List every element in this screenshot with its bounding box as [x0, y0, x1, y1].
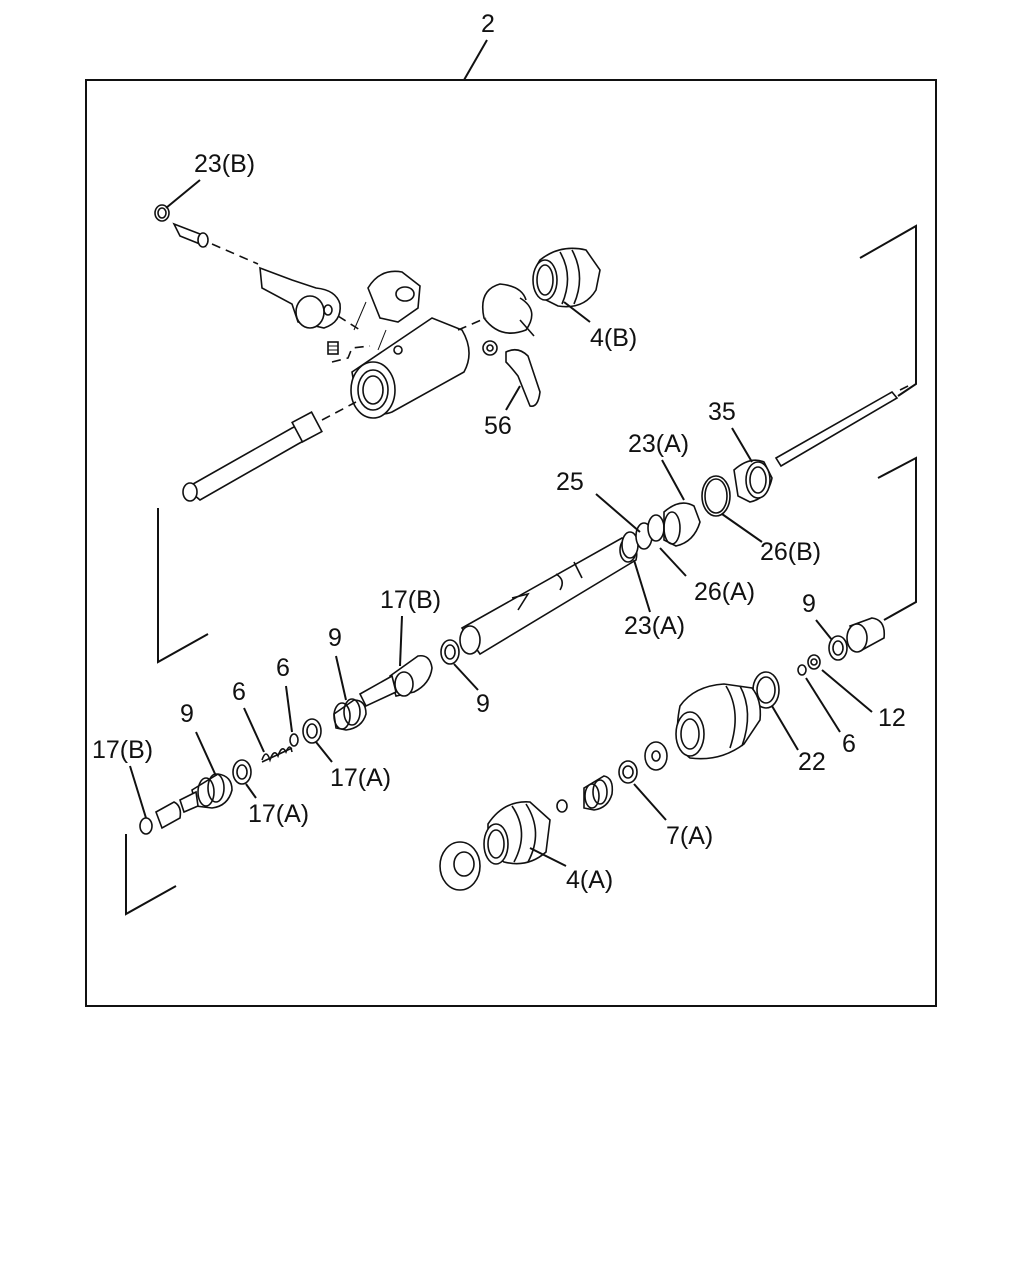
part-9-washer-right[interactable]	[828, 635, 848, 661]
guide-bracket-lower-left	[125, 834, 177, 916]
callout-23a-mid[interactable]: 23(A)	[624, 612, 685, 640]
callout-9-mid[interactable]: 9	[476, 690, 490, 718]
part-6-washer-right[interactable]	[797, 664, 807, 676]
part-17a-ring-left[interactable]	[232, 759, 252, 785]
leader-56	[505, 385, 521, 411]
part-7a-washer[interactable]	[618, 760, 638, 784]
callout-23a-top[interactable]: 23(A)	[628, 430, 689, 458]
spring-part	[261, 746, 293, 763]
leader-4a	[529, 847, 567, 867]
leader-23b-top	[165, 179, 201, 209]
leader-17b-mid	[399, 615, 403, 667]
part-4b-boot[interactable]	[532, 247, 601, 308]
diagram-frame	[85, 79, 937, 1007]
lever-part	[259, 266, 341, 329]
leader-9-right	[815, 619, 833, 641]
leader-9-left	[195, 731, 217, 777]
bushing-part	[644, 741, 668, 771]
guide-bracket-upper-left	[157, 508, 209, 664]
part-35-cap[interactable]	[733, 459, 773, 503]
callout-4b[interactable]: 4(B)	[590, 324, 637, 352]
leader-7a	[633, 783, 667, 821]
leader-assembly	[463, 39, 488, 81]
leader-12	[821, 669, 873, 713]
callout-17b-mid[interactable]: 17(B)	[380, 586, 441, 614]
part-9-spool-top[interactable]	[333, 698, 367, 731]
leader-6-right	[805, 677, 841, 733]
callout-35[interactable]: 35	[708, 398, 736, 426]
callout-26b[interactable]: 26(B)	[760, 538, 821, 566]
callout-assembly-2[interactable]: 2	[481, 10, 495, 38]
small-washer	[556, 799, 568, 813]
leader-23a-top	[661, 459, 685, 501]
part-6-washer-mid[interactable]	[289, 733, 299, 747]
spring-clip	[481, 283, 535, 337]
pinion-shaft	[182, 411, 323, 502]
cylinder-body	[675, 683, 762, 760]
callout-6-mid[interactable]: 6	[276, 654, 290, 682]
set-screw	[327, 341, 339, 355]
callout-7a[interactable]: 7(A)	[666, 822, 713, 850]
leader-23a-mid	[633, 559, 651, 613]
rack-tube	[459, 537, 638, 656]
callout-56[interactable]: 56	[484, 412, 512, 440]
end-cap-washer	[439, 841, 481, 891]
callout-9-top[interactable]: 9	[328, 624, 342, 652]
callout-6-right[interactable]: 6	[842, 730, 856, 758]
callout-4a[interactable]: 4(A)	[566, 866, 613, 894]
callout-17a-mid[interactable]: 17(A)	[330, 764, 391, 792]
guide-bracket-upper-right	[859, 224, 917, 397]
callout-9-right[interactable]: 9	[802, 590, 816, 618]
part-26b-o-ring[interactable]	[701, 475, 731, 517]
leader-9-mid	[453, 663, 479, 691]
tie-rod	[774, 390, 899, 468]
part-56-bracket[interactable]	[505, 348, 541, 408]
callout-22[interactable]: 22	[798, 748, 826, 776]
pin-part	[172, 222, 209, 248]
leader-4b	[563, 301, 591, 323]
leader-25	[595, 493, 641, 533]
leader-9-top	[335, 655, 347, 701]
callout-6-left[interactable]: 6	[232, 678, 246, 706]
part-seal-stack[interactable]	[621, 502, 701, 559]
callout-9-left[interactable]: 9	[180, 700, 194, 728]
leader-35	[731, 427, 753, 463]
leader-17b-left	[129, 765, 147, 819]
valve-housing	[350, 270, 470, 419]
leader-6-left	[243, 707, 265, 753]
callout-23b-top[interactable]: 23(B)	[194, 150, 255, 178]
callout-26a[interactable]: 26(A)	[694, 578, 755, 606]
part-9-washer-mid[interactable]	[440, 639, 460, 665]
leader-6-mid	[285, 685, 293, 733]
leader-17a-left	[245, 783, 257, 799]
end-plug	[846, 617, 886, 653]
part-4a-boot[interactable]	[483, 801, 551, 865]
part-17a-ring-mid[interactable]	[302, 718, 322, 744]
callout-17b-left[interactable]: 17(B)	[92, 736, 153, 764]
part-17b-valve-left[interactable]	[139, 801, 182, 835]
leader-17a-mid	[315, 741, 333, 763]
leader-26b	[721, 513, 763, 543]
part-23b-snap-ring[interactable]	[154, 204, 170, 222]
leader-22	[771, 705, 799, 751]
small-nut	[482, 340, 498, 356]
guide-bracket-lower-right	[877, 456, 917, 621]
part-9-spool-left[interactable]	[179, 773, 233, 814]
callout-12[interactable]: 12	[878, 704, 906, 732]
part-17b-valve-mid[interactable]	[358, 654, 433, 708]
part-12-nut[interactable]	[807, 654, 821, 670]
piston-part	[583, 775, 614, 811]
leader-26a	[659, 547, 687, 577]
callout-17a-left[interactable]: 17(A)	[248, 800, 309, 828]
callout-25[interactable]: 25	[556, 468, 584, 496]
